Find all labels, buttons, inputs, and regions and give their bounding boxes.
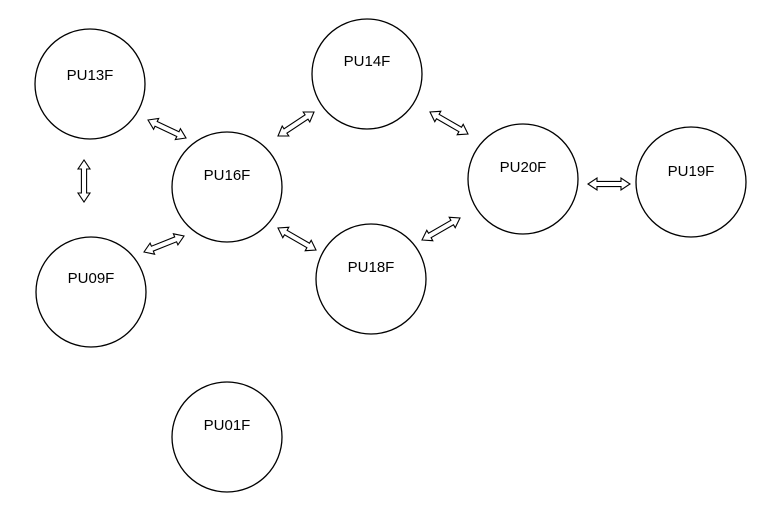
node-label: PU09F	[68, 270, 115, 287]
node-label: PU18F	[348, 259, 395, 276]
arrow-pu13f-pu09f	[76, 159, 92, 203]
node-pu13f[interactable]: PU13F	[34, 28, 146, 140]
node-pu14f[interactable]: PU14F	[311, 18, 423, 130]
node-label: PU20F	[500, 159, 547, 176]
node-circle	[635, 126, 747, 238]
arrow-pu20f-pu19f	[587, 176, 631, 192]
node-pu20f[interactable]: PU20F	[467, 123, 579, 235]
arrow-pu16f-pu09f	[143, 233, 185, 255]
arrow-pu16f-pu14f	[277, 111, 315, 137]
arrow-pu14f-pu20f	[429, 110, 469, 136]
node-label: PU19F	[668, 163, 715, 180]
arrow-pu13f-pu16f	[147, 117, 187, 141]
connection-arrows	[76, 110, 631, 255]
node-label: PU14F	[344, 53, 391, 70]
arrow-pu18f-pu20f	[421, 216, 461, 242]
node-circle	[311, 18, 423, 130]
node-label: PU13F	[67, 67, 114, 84]
node-pu18f[interactable]: PU18F	[315, 223, 427, 335]
node-pu09f[interactable]: PU09F	[35, 236, 147, 348]
node-label: PU01F	[204, 417, 251, 434]
node-circle	[34, 28, 146, 140]
node-circle	[315, 223, 427, 335]
node-pu16f[interactable]: PU16F	[171, 131, 283, 243]
arrow-pu16f-pu18f	[277, 226, 317, 252]
node-circle	[171, 381, 283, 493]
node-pu01f[interactable]: PU01F	[171, 381, 283, 493]
node-label: PU16F	[204, 167, 251, 184]
node-pu19f[interactable]: PU19F	[635, 126, 747, 238]
node-circle	[171, 131, 283, 243]
node-circle	[35, 236, 147, 348]
node-circle	[467, 123, 579, 235]
